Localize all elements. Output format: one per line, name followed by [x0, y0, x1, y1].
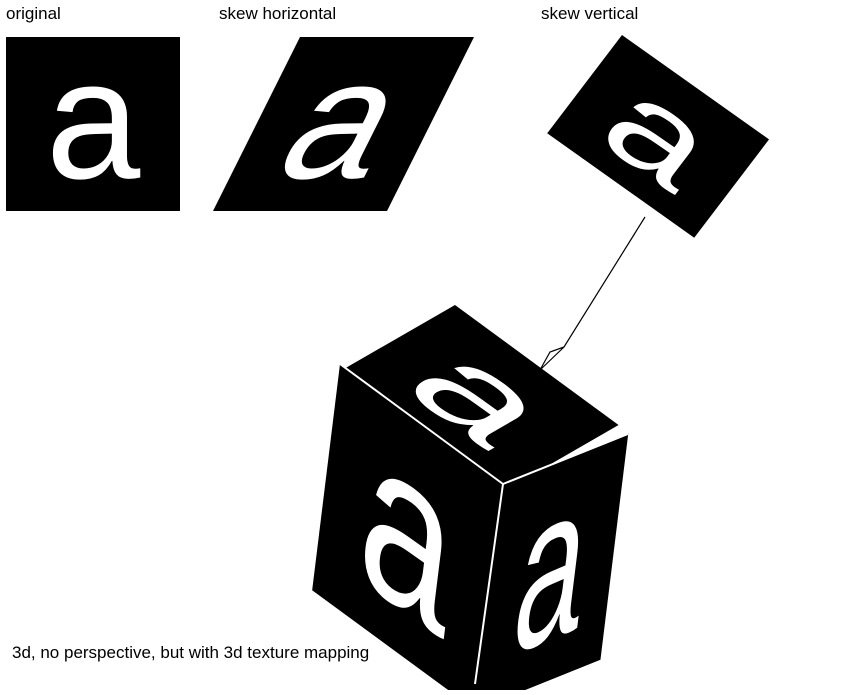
caption: 3d, no perspective, but with 3d texture …: [12, 643, 370, 662]
original-tile-background: [6, 37, 180, 211]
original-tile: a: [6, 25, 180, 215]
cube-edge-top-left: [339, 363, 504, 485]
arrow: [539, 216, 646, 371]
skew-horizontal-tile-background: [213, 37, 474, 211]
skew-horizontal-tile: a: [213, 25, 474, 215]
label-skew-vertical: skew vertical: [541, 4, 639, 23]
cube-left-face: a: [312, 364, 504, 695]
cube-edges: [339, 363, 629, 685]
cube-edge-vertical: [474, 483, 504, 685]
cube-right-face-background: [475, 433, 629, 695]
cube-top-face-background: [340, 305, 619, 492]
cube-right-face: a: [475, 428, 629, 695]
label-skew-horizontal: skew horizontal: [219, 4, 337, 23]
skew-vertical-tile-background: [547, 35, 770, 238]
original-glyph: a: [46, 25, 141, 215]
label-original: original: [6, 4, 61, 23]
skew-vertical-tile: a: [547, 35, 770, 238]
cube-edge-top-right: [502, 433, 629, 485]
cube-left-face-background: [312, 364, 504, 695]
